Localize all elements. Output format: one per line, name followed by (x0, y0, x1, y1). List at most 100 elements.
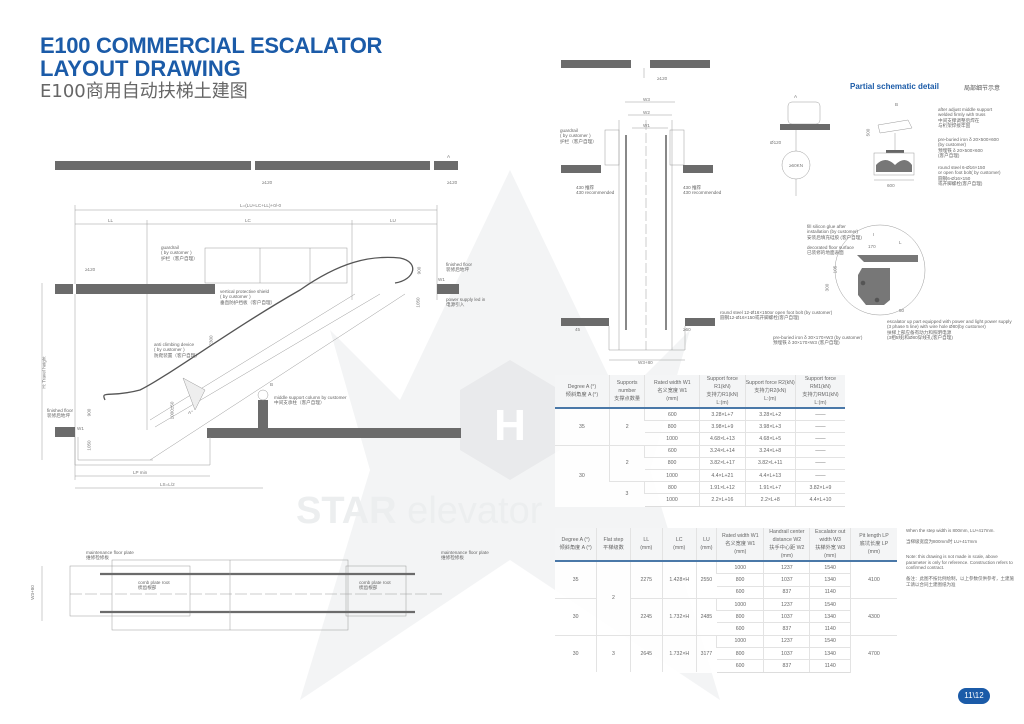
table-cell: 1237 (763, 560, 810, 574)
total-length-dim: L=(LU+LC+LL)+0/-0 (240, 203, 282, 208)
section-guardrail-label: guardrail( by customer )护栏（客户自理） (560, 128, 597, 144)
table-cell: 800 (716, 573, 764, 587)
lp-cell: 4100 (849, 560, 897, 599)
section-a-mark: A (794, 94, 798, 99)
detail-b-note-2: pre-buried iron δ 20×500×600(by customer… (938, 137, 999, 159)
table-cell: 4.4×L+21 (699, 468, 746, 482)
detail-i-note-5: escalator up part equipped with power an… (887, 319, 1012, 341)
column-header: Support force R1(kN)支持力R1(kN)L:(m) (699, 375, 746, 409)
phi120-dim: Ø120 (770, 140, 782, 145)
detail-i-note-4: pre-buried iron δ 30×170×W3 (by customer… (773, 335, 863, 346)
table-cell: 3.82×L+11 (744, 456, 796, 470)
dim-900-top: 900 (416, 266, 422, 275)
table-cell: 1037 (763, 573, 810, 587)
table-cell: 1540 (809, 597, 851, 611)
section-slot-dim: ≥120 (657, 76, 668, 81)
ll-cell: 2645 (629, 634, 663, 673)
table-cell: —— (794, 468, 845, 482)
table-cell: 800 (644, 420, 700, 433)
table-cell: 837 (763, 622, 810, 636)
table-cell: 1340 (809, 610, 851, 623)
table-cell: 4.68×L+13 (699, 432, 746, 446)
detail-i-mark: I (873, 232, 875, 237)
table-cell: 4.4×L+10 (794, 493, 845, 507)
dim-1000: 1000±50 (169, 401, 175, 420)
dim-500: 500 (865, 128, 871, 137)
table-cell: 1237 (763, 597, 810, 611)
table-cell: 1000 (716, 634, 764, 648)
dim-170: 170 (868, 244, 876, 249)
flat-step-cell: 2 (596, 560, 631, 636)
detail-i-note-3: round steel 12-Ø16×150or open foot bolt … (720, 310, 833, 321)
table-cell: 2.2×L+8 (744, 493, 796, 507)
flat-step-cell: 3 (596, 634, 631, 673)
plan-width-dim: W3+80 (29, 585, 35, 600)
table-cell: 800 (644, 456, 700, 470)
dim-50: 50 (899, 308, 905, 313)
table-cell: —— (794, 420, 845, 433)
table-cell: 3.24×L+8 (744, 444, 796, 458)
table-cell: 1037 (763, 610, 810, 623)
table-cell: 837 (763, 585, 810, 599)
title-line-1: E100 COMMERCIAL ESCALATOR (40, 33, 383, 58)
table-cell: 1340 (809, 647, 851, 660)
dim-2300: 2300 (208, 335, 214, 346)
mark-a: A (447, 154, 451, 159)
svg-text:H: H (494, 401, 526, 450)
anti-climbing-label: anti climbing device( by customer )防爬装置（… (154, 342, 200, 358)
title-chinese: E100商用自动扶梯土建图 (40, 81, 248, 102)
note-scale-cn: 备注：此图不按比例绘制，以上参数仅供参考，土建施工请以合同土建图纸为准 (906, 575, 1014, 587)
table-cell: 1140 (809, 585, 851, 599)
dim-60: ≥60 (683, 327, 691, 332)
table-cell: 837 (763, 659, 810, 673)
column-header: Support force R2(kN)支持力R2(kN)L:(m) (744, 375, 796, 409)
degree-cell: 30 (555, 444, 610, 506)
supports-cell: 3 (609, 481, 645, 506)
lu-cell: 2550 (695, 560, 717, 599)
dim-105: 105 (832, 265, 838, 274)
lu-dim: LU (390, 218, 396, 223)
lc-dim: LC (245, 218, 251, 223)
detail-l-mark: L (899, 240, 902, 245)
shield-label: vertical protective shield( by customer … (220, 289, 276, 305)
watermark-text: STAR elevator (296, 490, 543, 532)
column-header: LC(mm) (661, 528, 697, 562)
table-cell: 600 (644, 407, 700, 421)
dim-1050-top: 1050 (415, 297, 421, 308)
w1-dim: W1 (643, 123, 650, 128)
table-cell: 600 (716, 622, 764, 636)
lp-dim: LP min (133, 470, 148, 475)
notes: When the step width is 800mm, LU+417mm. … (906, 528, 1018, 592)
table-cell: —— (794, 407, 845, 421)
table-cell: —— (794, 444, 845, 458)
